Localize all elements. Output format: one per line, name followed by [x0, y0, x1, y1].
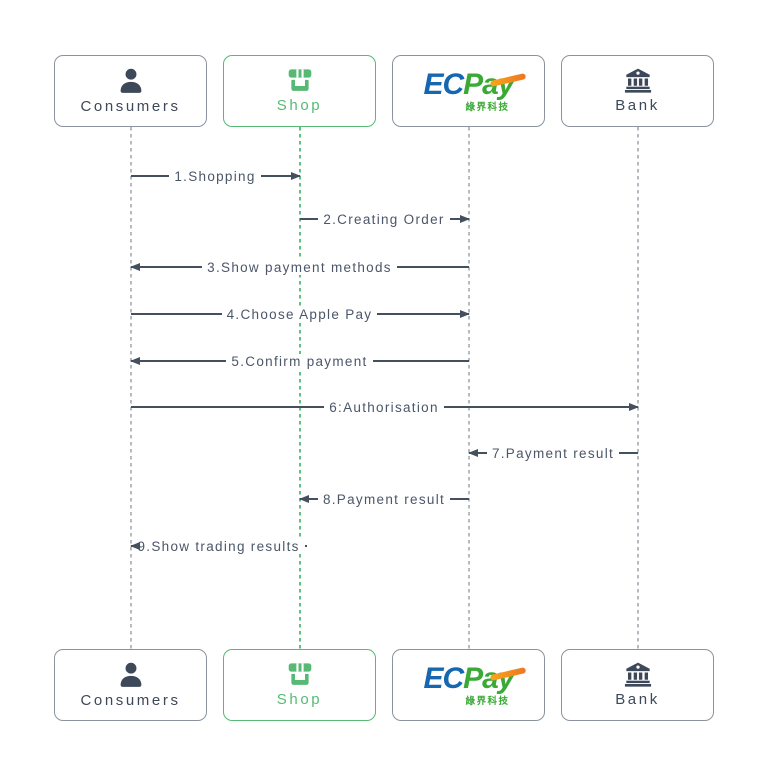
message: 3.Show payment methods: [129, 258, 469, 276]
message-line-left: [130, 406, 325, 408]
message-line-left: [468, 452, 487, 454]
ecpay-wordmark: ECPay: [423, 663, 526, 694]
message-label: 4.Choose Apple Pay: [221, 306, 378, 322]
message-label: 2.Creating Order: [318, 211, 450, 227]
message-label: 5.Confirm payment: [226, 353, 373, 369]
actor-box-ecpay-top: ECPay 綠界科技: [392, 55, 545, 127]
message-line-left: [299, 218, 319, 220]
arrowhead-icon: [129, 357, 140, 365]
message-line-right: [304, 545, 307, 547]
arrowhead-icon: [459, 310, 470, 318]
actor-box-consumers-bottom: Consumers: [54, 649, 207, 721]
message: 6:Authorisation: [130, 398, 639, 416]
message-line-right: [443, 406, 638, 408]
message-line-left: [130, 360, 227, 362]
bank-icon: [624, 662, 651, 687]
arrowhead-icon: [129, 542, 140, 550]
message-line-right: [372, 360, 469, 362]
actor-box-bank-top: Bank: [561, 55, 714, 127]
lifeline-consumers: [129, 127, 132, 649]
message: 4.Choose Apple Pay: [130, 305, 470, 323]
ecpay-subtitle: 綠界科技: [465, 695, 510, 707]
bank-icon: [624, 68, 651, 93]
message-label: 6:Authorisation: [324, 399, 444, 415]
actor-label: Consumers: [80, 97, 181, 115]
message-label: 1.Shopping: [169, 168, 261, 184]
ecpay-subtitle: 綠界科技: [465, 101, 510, 113]
message-line-left: [130, 313, 222, 315]
arrowhead-icon: [298, 495, 309, 503]
arrowhead-icon: [129, 263, 140, 271]
store-icon: [288, 69, 311, 91]
message: 8.Payment result: [298, 490, 469, 508]
actor-label: Shop: [276, 97, 323, 114]
person-icon: [120, 662, 141, 687]
message-line-right: [260, 175, 300, 177]
arrowhead-icon: [290, 172, 301, 180]
actor-label: Bank: [615, 97, 660, 114]
actor-box-shop-bottom: Shop: [223, 649, 376, 721]
message-line-right: [396, 266, 469, 268]
person-icon: [120, 68, 141, 93]
message-label: 3.Show payment methods: [202, 259, 397, 275]
message-line-left: [130, 175, 170, 177]
arrowhead-icon: [628, 403, 639, 411]
arrowhead-icon: [459, 215, 470, 223]
lifeline-ecpay: [467, 127, 470, 649]
actor-box-ecpay-bottom: ECPay 綠界科技: [392, 649, 545, 721]
lifeline-shop: [298, 127, 301, 649]
message: 7.Payment result: [467, 444, 638, 462]
message-line-right: [450, 498, 469, 500]
message-line-right: [377, 313, 469, 315]
ecpay-logo: ECPay 綠界科技: [423, 69, 526, 113]
message-label: 9.Show trading results: [132, 538, 305, 554]
actor-box-bank-bottom: Bank: [561, 649, 714, 721]
store-icon: [288, 663, 311, 685]
actor-label: Bank: [615, 691, 660, 708]
actor-label: Shop: [276, 691, 323, 708]
actor-label: Consumers: [80, 691, 181, 709]
message: 2.Creating Order: [299, 210, 470, 228]
message-line-right: [619, 452, 638, 454]
message-line-right: [449, 218, 469, 220]
arrowhead-icon: [467, 449, 478, 457]
actor-box-shop-top: Shop: [223, 55, 376, 127]
message: 5.Confirm payment: [129, 352, 469, 370]
message-label: 7.Payment result: [486, 445, 620, 461]
message-label: 8.Payment result: [317, 491, 451, 507]
message: 1.Shopping: [130, 167, 301, 185]
ecpay-wordmark: ECPay: [423, 69, 526, 100]
message: 9.Show trading results: [129, 537, 307, 555]
message-line-left: [130, 266, 203, 268]
actor-box-consumers-top: Consumers: [54, 55, 207, 127]
ecpay-logo: ECPay 綠界科技: [423, 663, 526, 707]
lifeline-bank: [636, 127, 639, 649]
message-line-left: [299, 498, 318, 500]
